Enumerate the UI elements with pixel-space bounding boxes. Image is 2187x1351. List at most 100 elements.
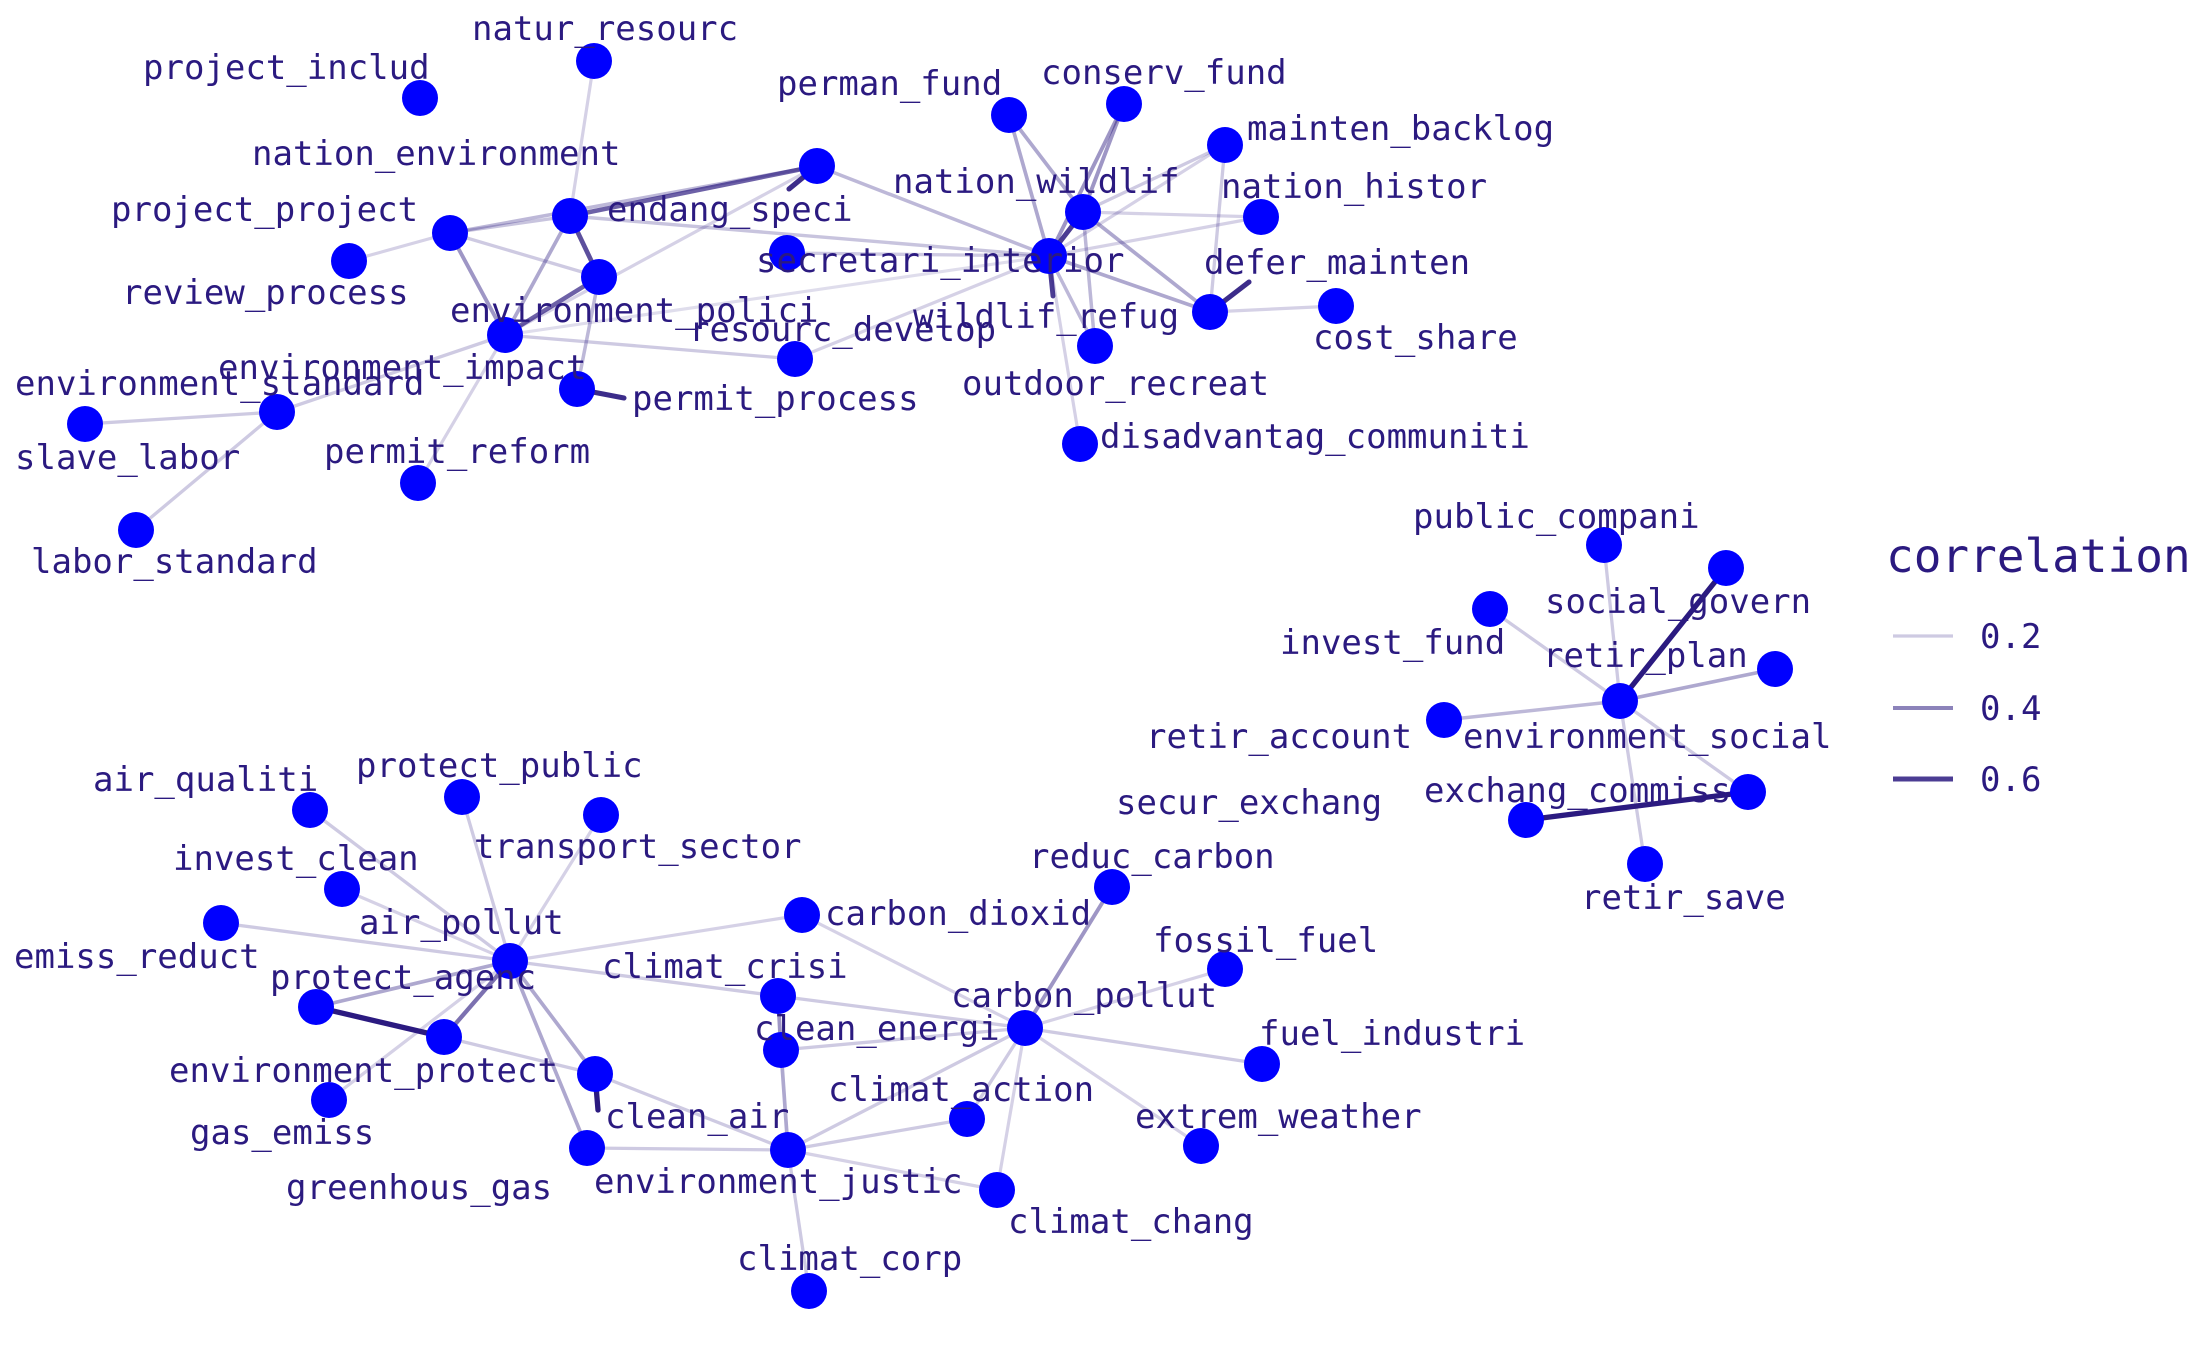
node-wildlif_refug [1077,328,1113,364]
node-reduc_carbon [1094,869,1130,905]
node-invest_fund [1472,591,1508,627]
node-label-gas_emiss: gas_emiss [190,1113,374,1153]
node-label-environment_standard: environment_standard [15,364,424,404]
edge-fossil_fuel-carbon_pollut [1023,967,1227,1030]
node-label-perman_fund: perman_fund [777,64,1002,104]
edge-air_pollut-protect_public [460,795,512,963]
node-endang_speci [799,148,835,184]
node-label-carbon_dioxid: carbon_dioxid [825,894,1091,934]
node-label-wildlif_refug: wildlif_refug [913,297,1179,337]
node-label-climat_corp: climat_corp [737,1239,962,1279]
node-label-environment_polici: environment_polici [450,291,818,331]
node-label-fossil_fuel: fossil_fuel [1153,921,1378,961]
node-label-protect_public: protect_public [356,746,643,786]
edge-clean_air-environment_justic [593,1072,790,1152]
node-air_pollut [492,943,528,979]
node-environment_justic [770,1132,806,1168]
node-emiss_reduct [203,905,239,941]
node-label-nation_wildlif: nation_wildlif [893,162,1180,202]
node-carbon_pollut [1007,1010,1043,1046]
edge-environment_polici-environment_impact [502,274,602,338]
edge-defer_mainten-mainten_backlog [1208,143,1227,314]
node-label-secur_exchang: secur_exchang [1116,783,1382,823]
edge-environment_impact-endang_speci [503,164,819,337]
node-retir_plan [1757,651,1793,687]
node-public_compani [1586,527,1622,563]
edge-environment_impact-environment_standard [275,333,507,414]
edge-environment_justic-climat_action [786,1117,969,1152]
node-secur_exchang [1508,802,1544,838]
edge-air_pollut-clean_air [508,959,597,1076]
node-environment_polici [581,259,617,295]
node-invest_clean [324,871,360,907]
node-disadvantag_communiti [1062,426,1098,462]
node-label-slave_labor: slave_labor [15,438,240,478]
edge-environment_impact-permit_reform [416,333,507,485]
node-label-natur_resourc: natur_resourc [472,9,738,49]
edge-nation_wildlif-wildlif_refug [1081,210,1097,348]
edge-project_project-endang_speci [448,164,819,235]
node-permit_process [559,371,595,407]
node-gas_emiss [311,1082,347,1118]
node-nation_environment [552,198,588,234]
node-extrem_weather [1183,1128,1219,1164]
node-resourc_develop [777,341,813,377]
node-label-exchang_commiss: exchang_commiss [1424,771,1731,811]
node-label-air_qualiti: air_qualiti [93,760,318,800]
edge-nation_environment-environment_impact [503,214,572,337]
edge-nation_environment-endang_speci [567,163,820,219]
edge-retir_save-environment_social [1618,699,1647,866]
node-label-review_process: review_process [122,273,409,313]
edge-retir_account-environment_social [1442,699,1622,722]
node-retir_save [1627,846,1663,882]
node-label-clean_energi: clean_energi [754,1009,1000,1049]
node-permit_reform [400,465,436,501]
node-cost_share [1318,288,1354,324]
node-label-air_pollut: air_pollut [359,903,564,943]
edge-extrem_weather-carbon_pollut [1023,1026,1203,1148]
node-label-retir_save: retir_save [1581,878,1786,918]
node-label-social_govern: social_govern [1545,582,1811,622]
node-clean_air [577,1056,613,1092]
edge-environment_social-social_govern_b [1618,566,1728,703]
node-label-climat_chang: climat_chang [1008,1202,1254,1242]
node-label-environment_impact: environment_impact [218,348,586,388]
node-review_process [331,243,367,279]
edge-secretari_interior-outdoor_recreat [785,251,1051,258]
edge-greenhous_gas-environment_justic [585,1146,790,1152]
edge-secretari_interior-conserv_fund [1047,102,1126,258]
node-conserv_fund [1106,86,1142,122]
edge-secur_exchang-exchang_commiss [1523,789,1751,823]
legend-label-0-6: 0.6 [1980,760,2041,800]
edge-nation_environment-secretari_interior [568,214,1051,258]
node-fossil_fuel [1207,951,1243,987]
edge-defer_mainten-cost_share [1208,304,1338,314]
node-label-project_includ: project_includ [143,48,430,88]
node-label-fuel_industri: fuel_industri [1259,1014,1525,1054]
edge-secretari_interior-resourc_develop [793,254,1051,361]
edge-project_project-environment_polici [448,231,601,279]
node-label-invest_fund: invest_fund [1280,623,1505,663]
edge-social_govern-environment_social [1617,565,1729,704]
node-label-nation_histor: nation_histor [1221,167,1487,207]
legend-label-0-2: 0.2 [1980,617,2041,657]
node-nation_histor [1243,199,1279,235]
node-air_qualiti [292,792,328,828]
node-climat_crisi [760,978,796,1014]
node-exchang_commiss [1730,774,1766,810]
node-label-permit_process: permit_process [632,379,919,419]
edge-environment_polici-permit_process [575,275,601,391]
node-project_includ [402,80,438,116]
node-label-environment_social: environment_social [1463,717,1831,757]
node-environment_social [1602,683,1638,719]
edge-endang_speci-secretari_interior [815,164,1051,258]
legend: correlation 0.2 0.4 0.6 [1886,529,2187,800]
node-protect_public [444,779,480,815]
node-protect_agenc [298,989,334,1025]
node-label-greenhous_gas: greenhous_gas [286,1168,552,1208]
legend-title: correlation [1886,529,2187,583]
edge-clean_energi-carbon_pollut [779,1026,1027,1052]
node-mainten_backlog [1207,127,1243,163]
node-labor_standard [118,512,154,548]
